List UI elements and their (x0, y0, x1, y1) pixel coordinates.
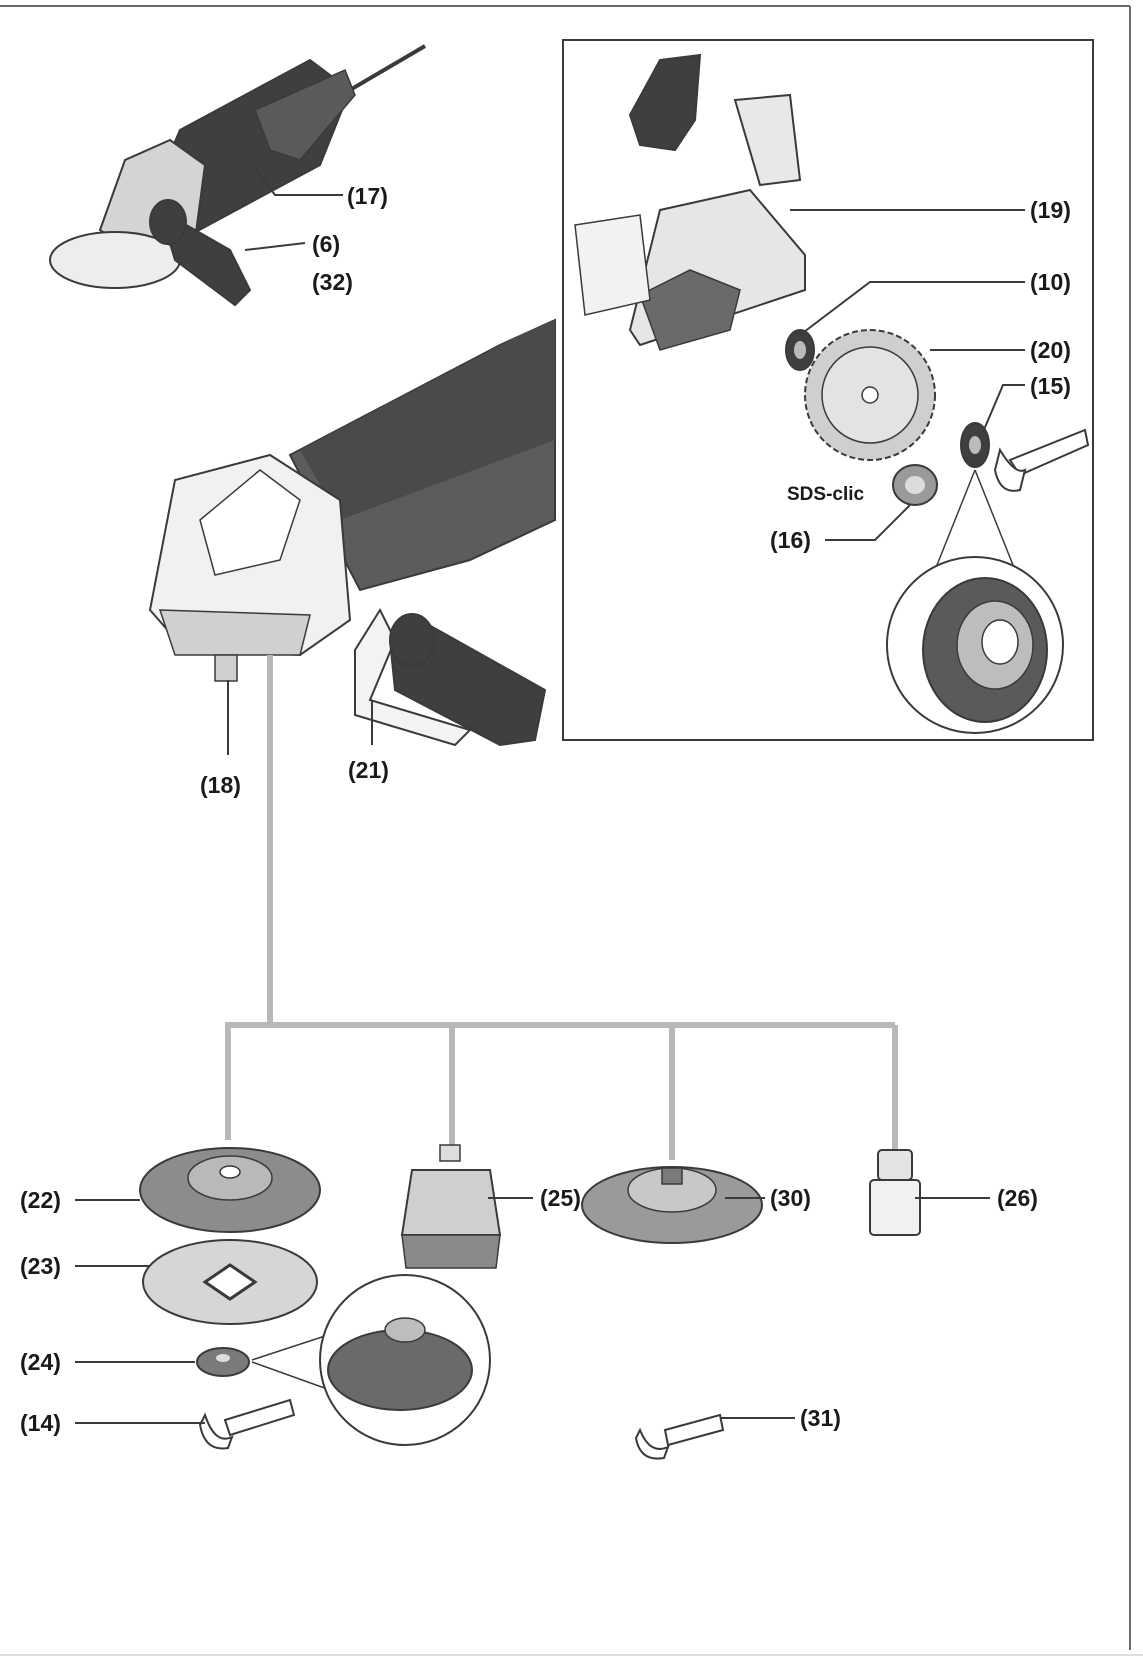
label-26: (26) (997, 1185, 1038, 1211)
label-30: (30) (770, 1185, 811, 1211)
label-23: (23) (20, 1253, 61, 1279)
label-10: (10) (1030, 269, 1071, 295)
connector-tree (225, 655, 898, 1160)
label-15: (15) (1030, 373, 1071, 399)
conical-brush-30 (581, 1166, 763, 1244)
inset-nut-15 (960, 422, 990, 468)
label-17: (17) (347, 183, 388, 209)
inset-clic-nut-16 (892, 464, 938, 506)
label-16: (16) (770, 527, 811, 553)
label-18: (18) (200, 772, 241, 798)
label-31: (31) (800, 1405, 841, 1431)
cup-brush-25 (400, 1144, 502, 1269)
grinder-overview (49, 44, 427, 307)
inset-guard-19 (574, 93, 806, 351)
backing-pad-22 (139, 1147, 321, 1233)
grinder-main (148, 318, 556, 747)
brand-sds-clic: SDS-clic (787, 484, 865, 505)
leader-lines (75, 167, 1025, 1424)
wrench-14 (198, 1398, 296, 1450)
inset-zoom-circle (886, 469, 1064, 734)
inset-wrench (993, 428, 1090, 492)
label-25: (25) (540, 1185, 581, 1211)
inset-flange-10 (785, 329, 815, 371)
label-24: (24) (20, 1349, 61, 1375)
inset-blade-20 (804, 329, 936, 461)
label-14: (14) (20, 1410, 61, 1436)
label-32: (32) (312, 269, 353, 295)
wrench-31 (634, 1413, 725, 1460)
adapter-26 (869, 1149, 921, 1236)
label-21: (21) (348, 757, 389, 783)
label-19: (19) (1030, 197, 1071, 223)
inset-box (562, 39, 1094, 741)
label-22: (22) (20, 1187, 61, 1213)
label-20: (20) (1030, 337, 1071, 363)
inset-handle (628, 53, 702, 152)
clamp-nut-24 (196, 1274, 491, 1446)
label-6: (6) (312, 231, 340, 257)
sanding-disc-23 (142, 1239, 318, 1325)
